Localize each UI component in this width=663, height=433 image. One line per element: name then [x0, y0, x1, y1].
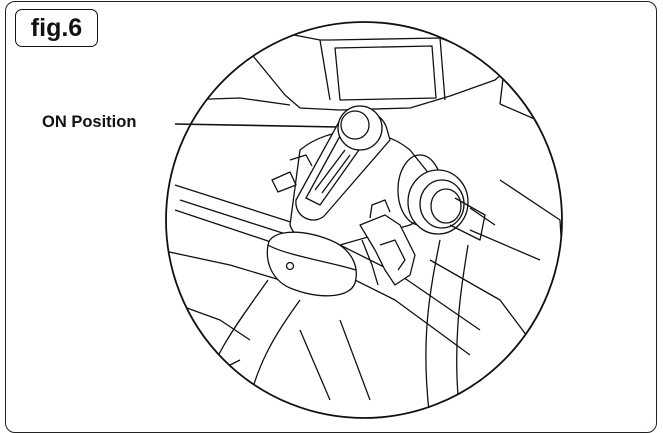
magnifier-circle: [165, 21, 563, 419]
valve-illustration: [165, 21, 563, 419]
callout-leader-line: [174, 123, 339, 128]
figure-label: fig.6: [15, 9, 98, 47]
on-position-callout: ON Position: [42, 113, 137, 131]
